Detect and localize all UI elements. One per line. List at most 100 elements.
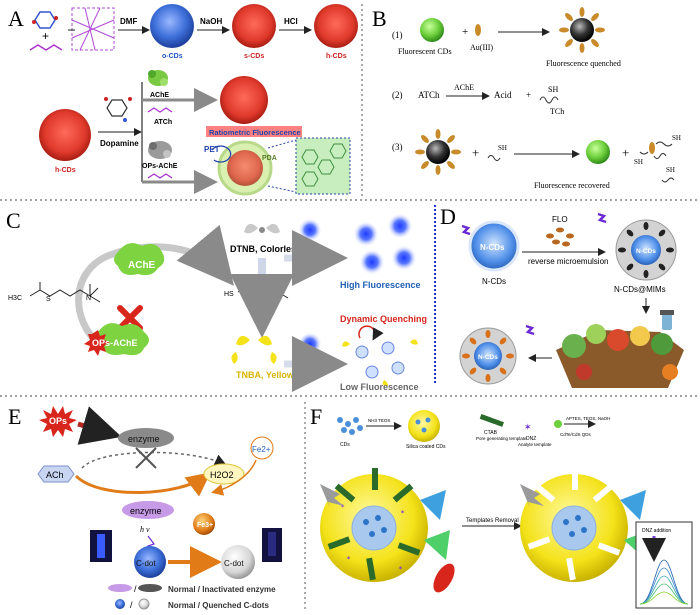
ach-tag [37,465,75,483]
sh-label-b5: SH [634,158,643,166]
panel-e-letter: E [8,404,21,429]
laser-arrow-left [320,484,344,508]
inhibition-cross [117,305,143,331]
panel-d-letter: D [440,204,456,229]
laser-arrow-right [520,484,544,508]
dtnb-icon [244,223,280,234]
fe2-label: Fe2+ [252,445,271,454]
panel-f: F CDs NH3 TEOS Silica coated CDs CTAB Po… [310,404,693,609]
cdot-label-quenched: C-dot [224,559,244,568]
acid-label: Acid [494,90,512,100]
reagent-nh3-teos: NH3 TEOS [368,418,390,423]
blocked-cross-e [135,447,157,469]
legend-slash-2: / [130,600,133,610]
pda-structure-inset [295,137,351,195]
quenched-cd-complex [559,7,605,53]
flo-label: FLO [552,215,568,224]
reagent-naoh: NaOH [200,17,222,26]
ncds-caption: N-CDs [482,277,506,286]
ops-label-e: OPs [49,416,67,426]
qds-label: CdTe/CdS QDs [560,432,592,437]
silica-coated-sphere [408,410,440,442]
panel-f-letter: F [310,404,322,429]
step-2-label: (2) [392,90,403,100]
legend-enzyme-inactive [138,584,162,592]
o-cds-dot [150,4,194,48]
legend-enzyme-normal [108,584,132,592]
ratiometric-banner [206,126,302,137]
prism-green-left [424,530,450,560]
panel-b-letter: B [372,6,387,31]
ache-label-c: AChE [128,260,156,271]
au-label: Au(III) [470,43,493,52]
analyte-label: Analyte template [518,442,552,447]
au-ion-icon [475,24,481,36]
ops-ache-complex [148,141,172,159]
h-cds-label-top: h-CDs [326,53,347,60]
enzyme-pathway [74,472,211,497]
plus-2: + [526,90,531,100]
prism-blue-right [620,490,646,520]
reverse-microemulsion-label: reverse microemulsion [528,257,608,266]
ops-label-c: OPs [92,338,110,348]
panel-a: A + DMF o-CDs NaOH s-CDs HCl h-CDs h-CDs [8,4,358,196]
templates-removal-label: Templates Removal [466,518,519,524]
cds-dot-top [298,218,322,242]
panel-c-letter: C [6,208,21,233]
low-fluorescence-dots [342,339,418,386]
sh-label-b2: SH [548,85,558,94]
quenched-label: Fluorescence quenched [546,59,621,68]
polymer-network [71,7,115,51]
cds-cluster [337,417,363,435]
cdot-quenched [221,545,255,579]
ache-blob-c [114,243,165,276]
quenched-cd-complex-2 [415,129,461,175]
pda-label: PDA [262,155,277,162]
n-label-c1: N [86,295,91,302]
legend-slash-1: / [134,584,137,594]
mims-core-text: N-CDs [636,248,656,255]
sh-label-b4: SH [672,134,681,142]
atch-label-a: ATCh [154,119,172,126]
h2o2-label: H2O2 [210,470,234,480]
ratiometric-text: Ratiometric Fluorescence [209,128,301,137]
mip-composite-after [520,468,628,582]
enzyme-label-mid: enzyme [130,506,162,516]
cdot-normal [134,546,166,578]
reagent-aptes: APTES, TEOS, NaOH [566,416,610,421]
prism-blue-left [420,490,446,520]
s-label-c: S [46,296,51,303]
high-fluorescence-dots [353,213,417,275]
svg-text:✶: ✶ [340,503,345,510]
ncds-mims-bound [459,327,517,385]
reaction-cycle-arrow [75,224,234,348]
ops-ache-suffix-c: -AChE [110,338,138,348]
ops-ache-label-a: OPs-AChE [142,163,178,170]
low-fluorescence-label: Low Fluorescence [340,382,419,392]
step-3-label: (3) [392,142,403,152]
s-cds-label: s-CDs [244,53,264,60]
cdot-label-normal: C-dot [136,559,156,568]
ncds-mims-label: N-CDs@MIMs [614,285,666,294]
cds-label-top: CDs [298,242,316,252]
vegetable-basket [556,324,684,388]
ache-label-b: AChE [454,83,474,92]
recovered-label: Fluorescence recovered [534,181,610,190]
ncds-sphere [468,220,520,272]
red-template-left [433,563,455,593]
emission-spectra [639,559,689,605]
h-cds-dot-ratio [220,76,268,124]
flo-molecules [546,227,574,247]
cds-dot-bottom [298,332,322,356]
plus-1: + [462,26,468,38]
reactant-molecules: + [29,11,63,51]
panel-a-letter: A [8,6,24,31]
fluorescent-cd-sphere [420,18,444,42]
plus-4: + [622,145,629,160]
h3c-label: H3C [8,295,22,302]
plus-3: + [472,145,479,160]
spray-bottle-icon [660,310,674,330]
ctab-rod [479,414,504,427]
h-cds-label-start: h-CDs [55,167,76,174]
